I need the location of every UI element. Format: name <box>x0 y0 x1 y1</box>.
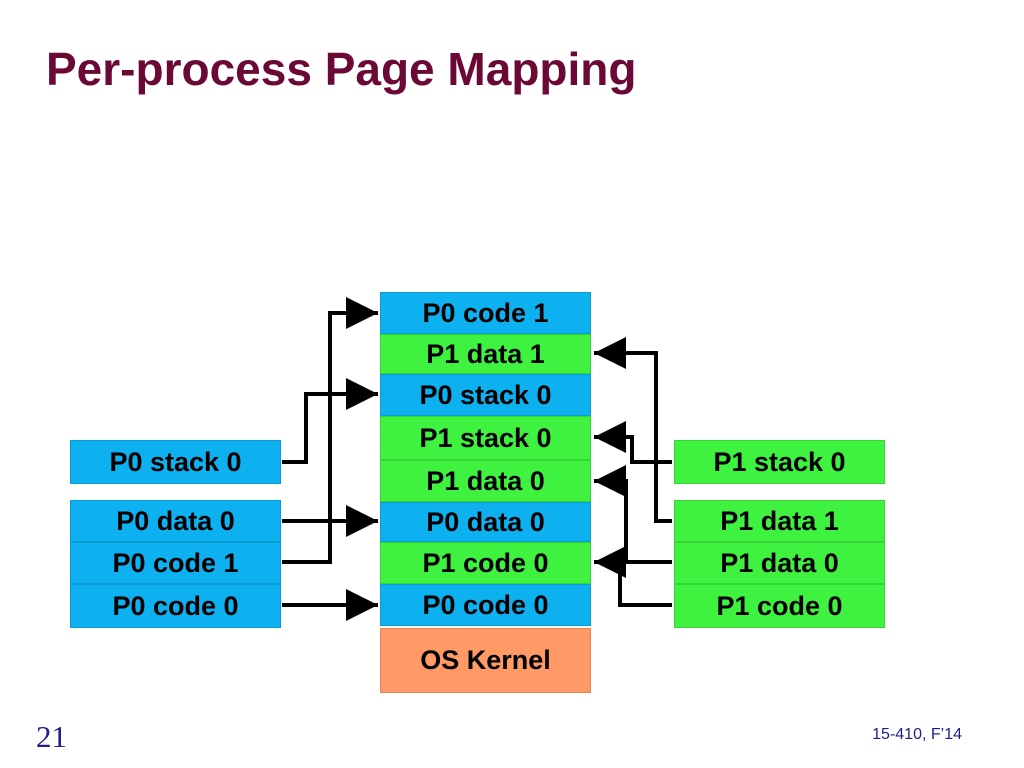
p1-page-code-0: P1 code 0 <box>674 584 885 628</box>
p0-page-code-0: P0 code 0 <box>70 584 281 628</box>
p0-page-stack-0: P0 stack 0 <box>70 440 281 484</box>
arrow-p1-stack0 <box>594 421 672 464</box>
page-number: 21 <box>36 719 67 754</box>
arrow-p0-stack0 <box>282 378 378 464</box>
phys-page-p1-data-0: P1 data 0 <box>380 460 591 502</box>
phys-page-p0-data-0: P0 data 0 <box>380 502 591 542</box>
p1-page-data-0: P1 data 0 <box>674 542 885 584</box>
phys-os-kernel: OS Kernel <box>380 628 591 693</box>
phys-page-p0-code-0: P0 code 0 <box>380 584 591 626</box>
phys-page-p0-code-1: P0 code 1 <box>380 292 591 334</box>
arrow-p0-code1 <box>282 297 378 564</box>
p1-page-data-1: P1 data 1 <box>674 500 885 542</box>
phys-page-p0-stack-0: P0 stack 0 <box>380 374 591 416</box>
p0-page-data-0: P0 data 0 <box>70 500 281 542</box>
phys-page-p1-stack-0: P1 stack 0 <box>380 416 591 460</box>
slide-title: Per-process Page Mapping <box>46 43 637 95</box>
arrow-p1-data1 <box>594 337 672 523</box>
p0-page-code-1: P0 code 1 <box>70 542 281 584</box>
phys-page-p1-data-1: P1 data 1 <box>380 334 591 374</box>
arrow-p1-code0 <box>594 546 672 607</box>
course-label: 15-410, F’14 <box>872 726 962 743</box>
p1-page-stack-0: P1 stack 0 <box>674 440 885 484</box>
arrow-p1-data0 <box>594 465 672 564</box>
phys-page-p1-code-0: P1 code 0 <box>380 542 591 584</box>
